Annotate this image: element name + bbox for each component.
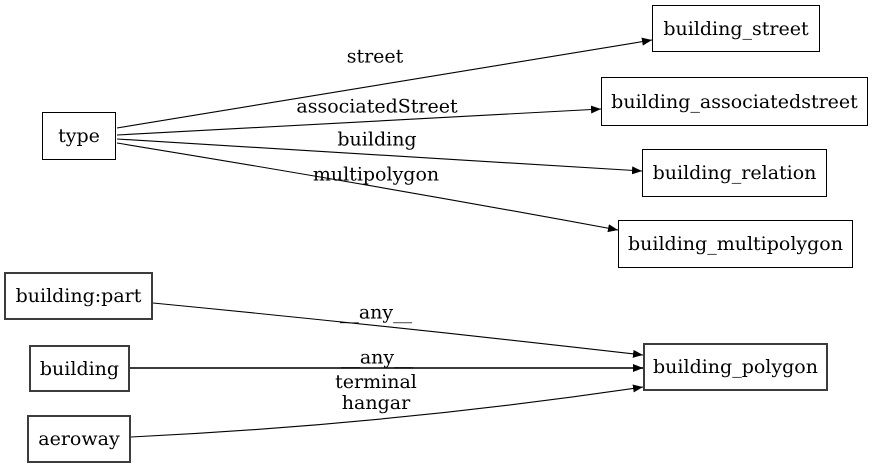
- edge-label-building: building: [337, 128, 417, 151]
- node-building-multipolygon: building_multipolygon: [618, 220, 853, 268]
- edge-label-terminal-hangar: terminal hangar: [335, 371, 417, 414]
- node-building-relation: building_relation: [642, 149, 827, 197]
- node-type: type: [42, 112, 116, 160]
- edge-type-building_street: [116, 37, 653, 129]
- edge-label-any-building: __any__: [340, 346, 414, 369]
- edge-type-building_multipolygon: [116, 142, 619, 233]
- node-building-associatedstreet: building_associatedstreet: [601, 77, 868, 126]
- node-building-part: building:part: [4, 272, 153, 320]
- node-building-street: building_street: [652, 5, 820, 52]
- node-building-polygon: building_polygon: [643, 343, 828, 391]
- edge-type-building_associatedstreet: [116, 105, 602, 136]
- edge-type-building_relation: [116, 138, 643, 175]
- edge-label-street: street: [346, 45, 404, 68]
- edge-label-associatedstreet: associatedStreet: [296, 95, 458, 118]
- edge-label-multipolygon: multipolygon: [312, 163, 440, 186]
- edge-building_part-building_polygon: [152, 302, 644, 358]
- edge-label-any-building-part: __any__: [339, 301, 413, 324]
- node-aeroway: aeroway: [27, 415, 131, 463]
- node-building: building: [29, 345, 130, 392]
- edge-aeroway-building_polygon: [130, 384, 644, 438]
